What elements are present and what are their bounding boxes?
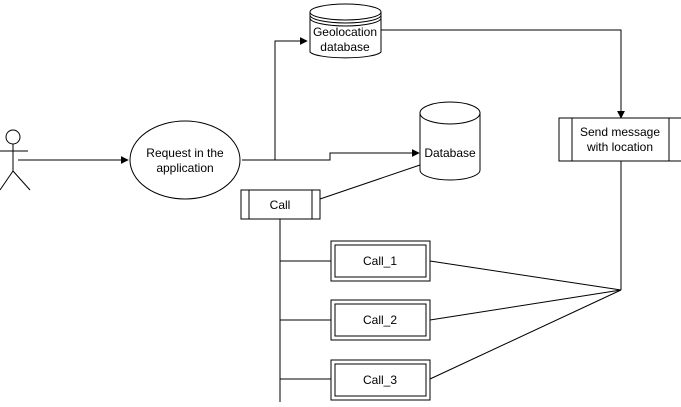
database-label: Database: [424, 146, 476, 160]
request-label-line1: Request in the: [146, 146, 224, 160]
geo-db-label-line2: database: [320, 40, 370, 54]
edge-call2-junction: [429, 289, 622, 321]
call-3-node: Call_3: [330, 359, 431, 401]
call-2-node: Call_2: [330, 299, 431, 341]
database-node: Database: [419, 101, 481, 181]
call-2-label: Call_2: [363, 313, 397, 327]
request-label-line2: application: [156, 161, 213, 175]
geolocation-database-node: Geolocation database: [309, 3, 382, 59]
edge-request-database: [275, 149, 420, 161]
send-label-line2: with location: [586, 140, 653, 154]
edge-call1-junction: [429, 260, 622, 291]
edge-request-geo: [242, 37, 308, 161]
request-node: Request in the application: [129, 120, 241, 200]
send-label-line1: Send message: [580, 125, 660, 139]
geo-db-label-line1: Geolocation: [313, 25, 377, 39]
edge-call-database: [319, 164, 421, 200]
connectors: [18, 29, 625, 402]
edge-call3-junction: [429, 289, 622, 380]
call-1-node: Call_1: [330, 240, 431, 282]
user-actor-icon: [0, 129, 31, 191]
call-node: Call: [240, 189, 321, 220]
call-3-label: Call_3: [363, 373, 397, 387]
call-1-label: Call_1: [363, 254, 397, 268]
send-message-node: Send message with location: [558, 117, 681, 162]
edge-geo-send: [381, 29, 625, 119]
call-label: Call: [270, 198, 291, 212]
